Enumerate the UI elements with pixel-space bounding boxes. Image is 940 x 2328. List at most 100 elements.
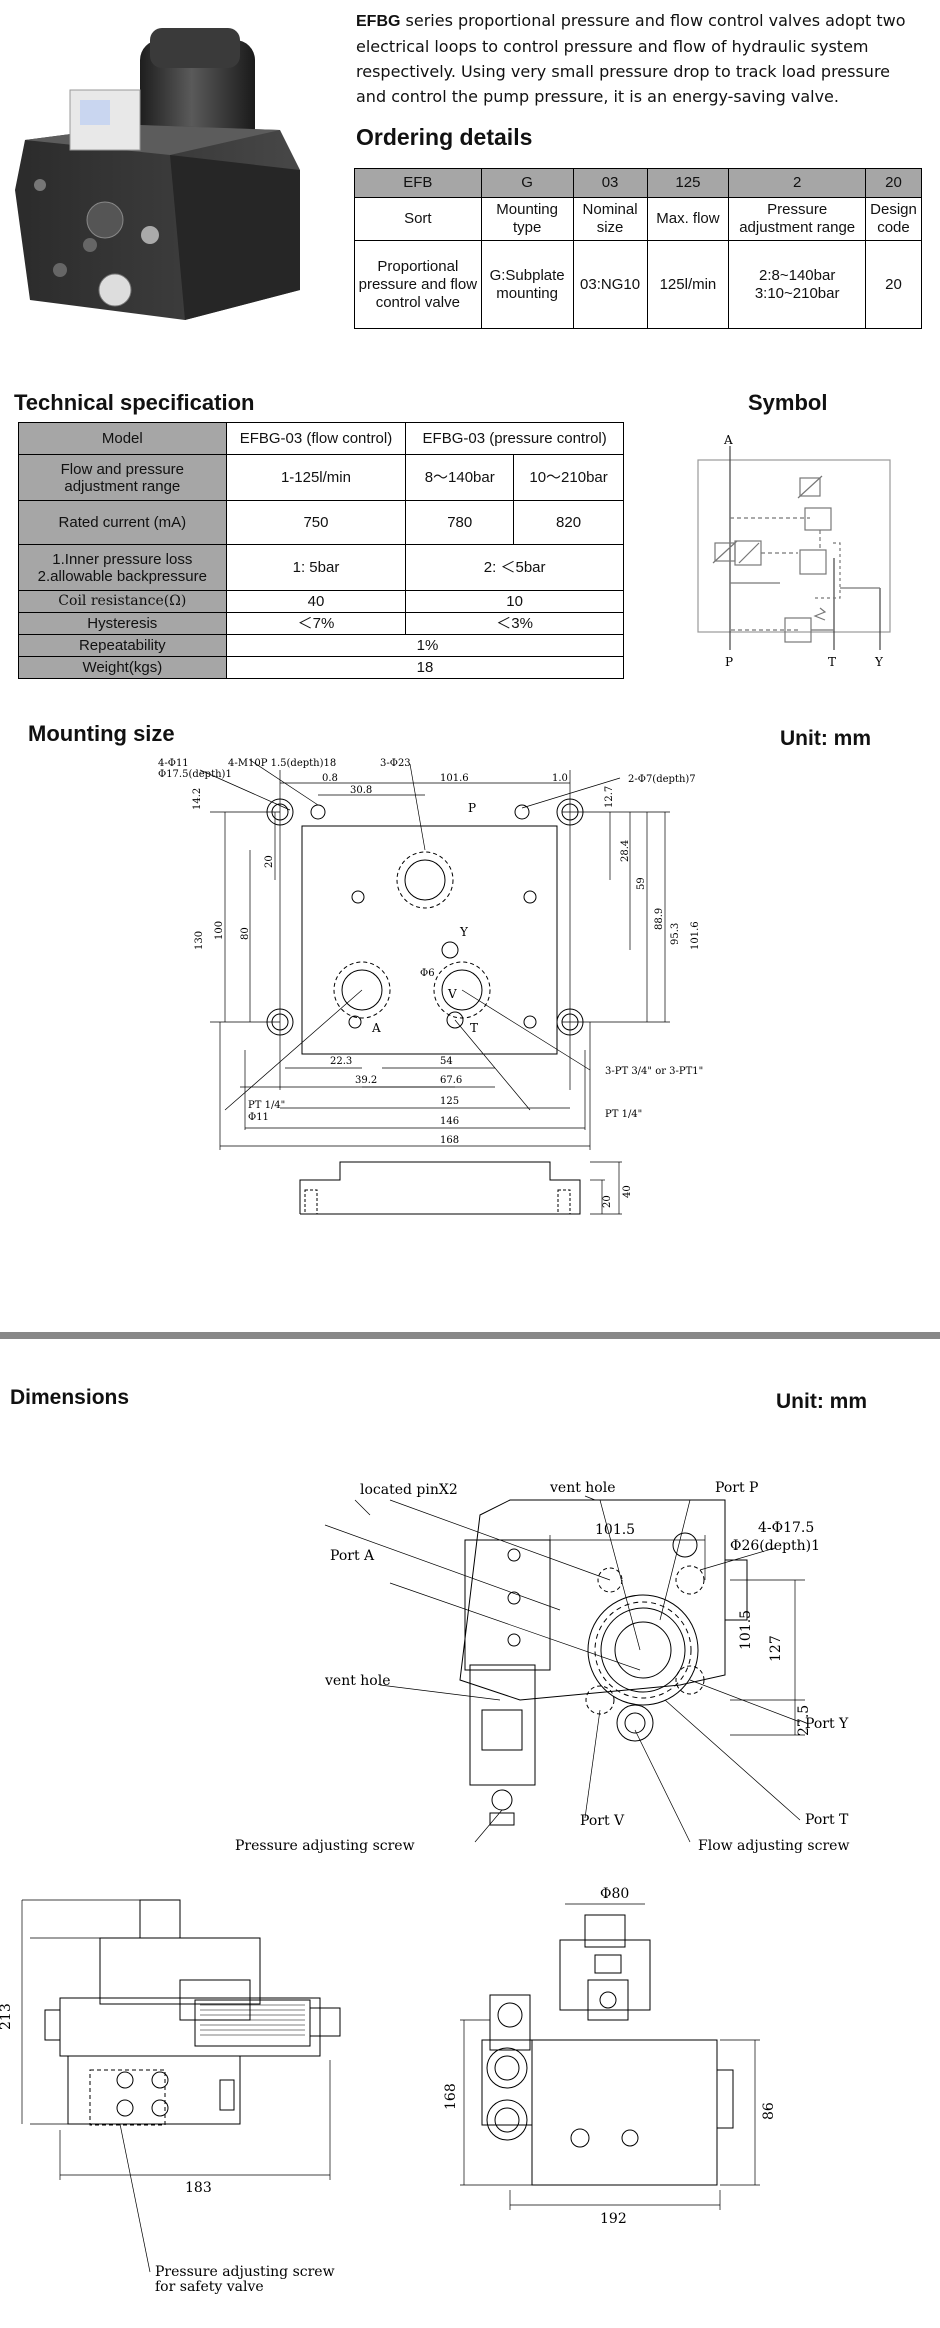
dim-label: located pinX2 — [360, 1482, 458, 1498]
symbol-port-p: P — [725, 655, 733, 669]
weight-value: 18 — [225, 656, 625, 679]
mount-label: Y — [459, 925, 469, 939]
symbol-title: Symbol — [748, 390, 828, 415]
mount-label: 88.9 — [654, 908, 665, 930]
mount-label: 28.4 — [620, 840, 631, 862]
range-p1: 8～140bar — [405, 454, 515, 501]
dim-label: for safety valve — [155, 2279, 264, 2295]
dim-label: Pressure adjusting screw — [155, 2264, 335, 2280]
dim-label: Φ26(depth)1 — [730, 1538, 820, 1554]
mounting-size-drawing: 4-Φ11 Φ17.5(depth)1 4-M10P 1.5(depth)18 … — [158, 758, 703, 1215]
code-cell: 125 — [646, 168, 730, 198]
dimensions-unit: Unit: mm — [776, 1390, 867, 1413]
dim-label: Port A — [330, 1548, 375, 1564]
ordering-table: EFB G 03 125 2 20 Sort Mounting type Nom… — [354, 168, 923, 329]
symbol-port-a: A — [723, 433, 733, 447]
dim-label: vent hole — [549, 1480, 616, 1496]
mount-label: PT 1/4" — [248, 1100, 285, 1111]
mounting-corner-holes — [266, 798, 584, 1036]
symbol-port-y: Y — [874, 655, 884, 669]
tech-row-coil: Coil resistance(Ω) 40 10 — [18, 590, 624, 613]
mount-label: P — [468, 801, 476, 815]
ordering-code-row: EFB G 03 125 2 20 — [354, 168, 923, 198]
loss-flow: 1: 5bar — [225, 544, 407, 591]
dim-label: vent hole — [324, 1673, 391, 1689]
value-cell: 2:8~140bar 3:10~210bar — [728, 240, 866, 329]
mount-label: PT 1/4" — [605, 1109, 642, 1120]
coil-flow: 40 — [225, 590, 407, 613]
hydraulic-symbol-diagram: A P T Y — [697, 433, 891, 669]
dim-label: 4-Φ17.5 — [758, 1520, 814, 1536]
current-label: Rated current (mA) — [18, 500, 227, 545]
mount-label: 67.6 — [440, 1075, 462, 1086]
mount-label: A — [371, 1021, 381, 1035]
model-pressure: EFBG-03 (pressure control) — [405, 422, 624, 455]
range-flow: 1-125l/min — [225, 454, 407, 501]
mounting-side-view — [299, 1161, 622, 1215]
mount-label: 20 — [264, 855, 275, 868]
mount-label: 3-Φ23 — [380, 758, 411, 769]
dimensions-title: Dimensions — [10, 1386, 130, 1409]
value-cell: 20 — [864, 240, 923, 329]
dim-label: 101.5 — [595, 1522, 635, 1538]
value-cell: 125l/min — [646, 240, 730, 329]
dim-label: Port P — [715, 1480, 758, 1496]
mount-label: 95.3 — [670, 923, 681, 945]
mount-label: 20 — [602, 1195, 613, 1208]
tech-row-hysteresis: Hysteresis ＜7% ＜3% — [18, 612, 624, 635]
value-cell: 03:NG10 — [572, 240, 648, 329]
section-divider — [0, 1332, 940, 1339]
header-cell: Sort — [354, 197, 482, 241]
mount-label: Φ11 — [248, 1112, 269, 1123]
dim-label: 183 — [185, 2180, 212, 2196]
mounting-title: Mounting size — [28, 721, 175, 746]
mount-label: V — [447, 987, 457, 1001]
code-cell: EFB — [354, 168, 482, 198]
mounting-unit: Unit: mm — [780, 727, 871, 750]
mount-label: 100 — [214, 921, 225, 940]
code-cell: 2 — [728, 168, 866, 198]
dim-label: Port Y — [805, 1716, 849, 1732]
loss-label-line-2: 2.allowable backpressure — [37, 567, 207, 585]
mount-label: 40 — [622, 1185, 633, 1198]
model-label: Model — [18, 422, 227, 455]
dim-label: 86 — [761, 2102, 777, 2120]
dim-label: Port V — [580, 1813, 625, 1829]
mount-label: T — [470, 1021, 478, 1035]
code-cell: G — [480, 168, 574, 198]
mount-label: 59 — [636, 877, 647, 890]
dim-label: Pressure adjusting screw — [235, 1838, 415, 1854]
dim-label: Port T — [805, 1812, 849, 1828]
intro-paragraph: EFBG series proportional pressure and fl… — [356, 8, 916, 109]
value-cell: G:Subplate mounting — [480, 240, 574, 329]
header-cell: Max. flow — [646, 197, 730, 241]
hyst-label: Hysteresis — [18, 612, 227, 635]
dimensions-top-view: located pinX2 vent hole Port P 4-Φ17.5 Φ… — [235, 1480, 849, 1854]
header-cell: Pressure adjustment range — [728, 197, 866, 241]
code-cell: 03 — [572, 168, 648, 198]
dim-label: 127 — [768, 1635, 784, 1662]
tech-row-range: Flow and pressure adjustment range 1-125… — [18, 454, 624, 501]
mount-label: 2-Φ7(depth)7 — [628, 774, 696, 785]
dimensions-side-view: Φ80 168 86 192 — [443, 1886, 777, 2227]
coil-label: Coil resistance(Ω) — [18, 590, 227, 613]
value-cell: Proportional pressure and flow control v… — [354, 240, 482, 329]
brand-name: EFBG — [356, 13, 401, 30]
mount-label: 22.3 — [330, 1056, 352, 1067]
dim-label: 27.5 — [796, 1705, 812, 1736]
rep-value: 1% — [225, 634, 625, 657]
range-label: Flow and pressure adjustment range — [18, 454, 227, 501]
header-cell: Mounting type — [480, 197, 574, 241]
mount-label: 3-PT 3/4" or 3-PT1" — [605, 1066, 703, 1077]
coil-pressure: 10 — [405, 590, 624, 613]
symbol-port-t: T — [828, 655, 836, 669]
mount-label: 12.7 — [604, 786, 615, 808]
current-p2: 820 — [513, 500, 624, 545]
intro-text: series proportional pressure and flow co… — [356, 11, 906, 106]
loss-label-line-1: 1.Inner pressure loss — [52, 550, 193, 568]
mount-label: Φ17.5(depth)1 — [158, 769, 232, 780]
mount-label: 39.2 — [355, 1075, 377, 1086]
rep-label: Repeatability — [18, 634, 227, 657]
